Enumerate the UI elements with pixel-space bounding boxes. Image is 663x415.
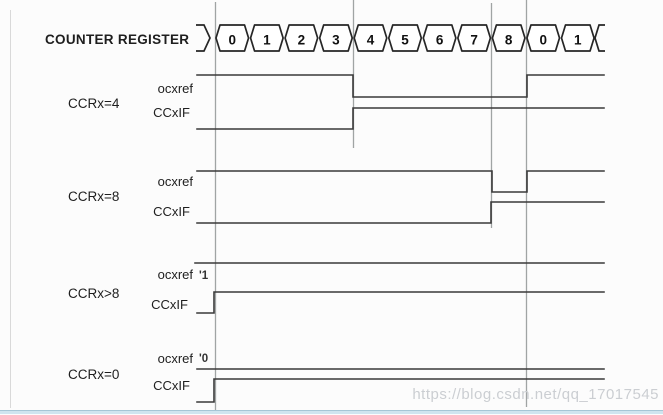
signal-label-ocxref-ccrx-gt-8: ocxref	[158, 267, 194, 282]
signal-label-ccxif-ccrx-4: CCxIF	[153, 105, 190, 120]
counter-cell	[318, 24, 354, 52]
wave-ccrx-8-ocxref	[196, 170, 605, 193]
counter-cell-value: 8	[505, 33, 513, 48]
section-label-ccrx-4: CCRx=4	[68, 96, 120, 111]
signal-label-ccxif-ccrx-0: CCxIF	[153, 378, 190, 393]
counter-cell	[457, 24, 492, 52]
counter-cell	[353, 24, 388, 52]
counter-bus-trailing-bracket	[594, 24, 605, 52]
counter-cell-value: 5	[401, 33, 409, 48]
counter-cell	[215, 24, 250, 52]
signal-label-ccxif-ccrx-gt-8: CCxIF	[151, 297, 188, 312]
counter-cells: 0 1 2 3 4 5 6 7 8 0 1	[215, 24, 595, 52]
signal-label-ocxref-ccrx-8: ocxref	[158, 174, 194, 189]
event-gridlines	[214, 0, 528, 410]
signal-label-ocxref-ccrx-4: ocxref	[158, 81, 194, 96]
level-annotation-low: '0	[199, 353, 208, 365]
wave-ccrx-gt-8-ccxif	[196, 291, 605, 314]
counter-cell-value: 1	[574, 33, 582, 48]
section-label-ccrx-8: CCRx=8	[68, 189, 119, 204]
counter-cell	[249, 24, 284, 52]
waveforms	[194, 74, 605, 403]
level-annotation-high: '1	[199, 270, 209, 282]
signal-label-ocxref-ccrx-0: ocxref	[158, 351, 194, 366]
counter-cell-value: 6	[436, 33, 444, 48]
counter-cell-value: 0	[539, 33, 547, 48]
counter-cell-value: 7	[470, 33, 478, 48]
counter-cell	[422, 24, 457, 52]
counter-cell-value: 3	[332, 33, 340, 48]
counter-cell	[387, 24, 423, 52]
counter-cell	[491, 24, 526, 52]
csdn-watermark: https://blog.csdn.net/qq_17017545	[412, 386, 659, 403]
wave-ccrx-4-ccxif	[196, 107, 605, 130]
bottom-accent-bar	[0, 410, 663, 414]
counter-cell	[526, 24, 561, 52]
counter-cell-value: 1	[263, 33, 271, 48]
signal-label-ccxif-ccrx-8: CCxIF	[153, 204, 190, 219]
wave-ccrx-4-ocxref	[196, 74, 605, 98]
section-label-ccrx-gt-8: CCRx>8	[68, 286, 119, 301]
counter-cell-value: 0	[229, 33, 237, 48]
counter-cell-value: 4	[367, 33, 375, 48]
counter-cell-value: 2	[298, 33, 306, 48]
counter-cell	[284, 24, 319, 52]
section-label-ccrx-0: CCRx=0	[68, 367, 119, 382]
wave-ccrx-0-ccxif	[196, 378, 605, 403]
counter-register-title: COUNTER REGISTER	[45, 32, 189, 47]
counter-cell	[560, 24, 595, 52]
counter-bus-leading-bracket	[196, 24, 211, 52]
wave-ccrx-8-ccxif	[196, 201, 605, 224]
